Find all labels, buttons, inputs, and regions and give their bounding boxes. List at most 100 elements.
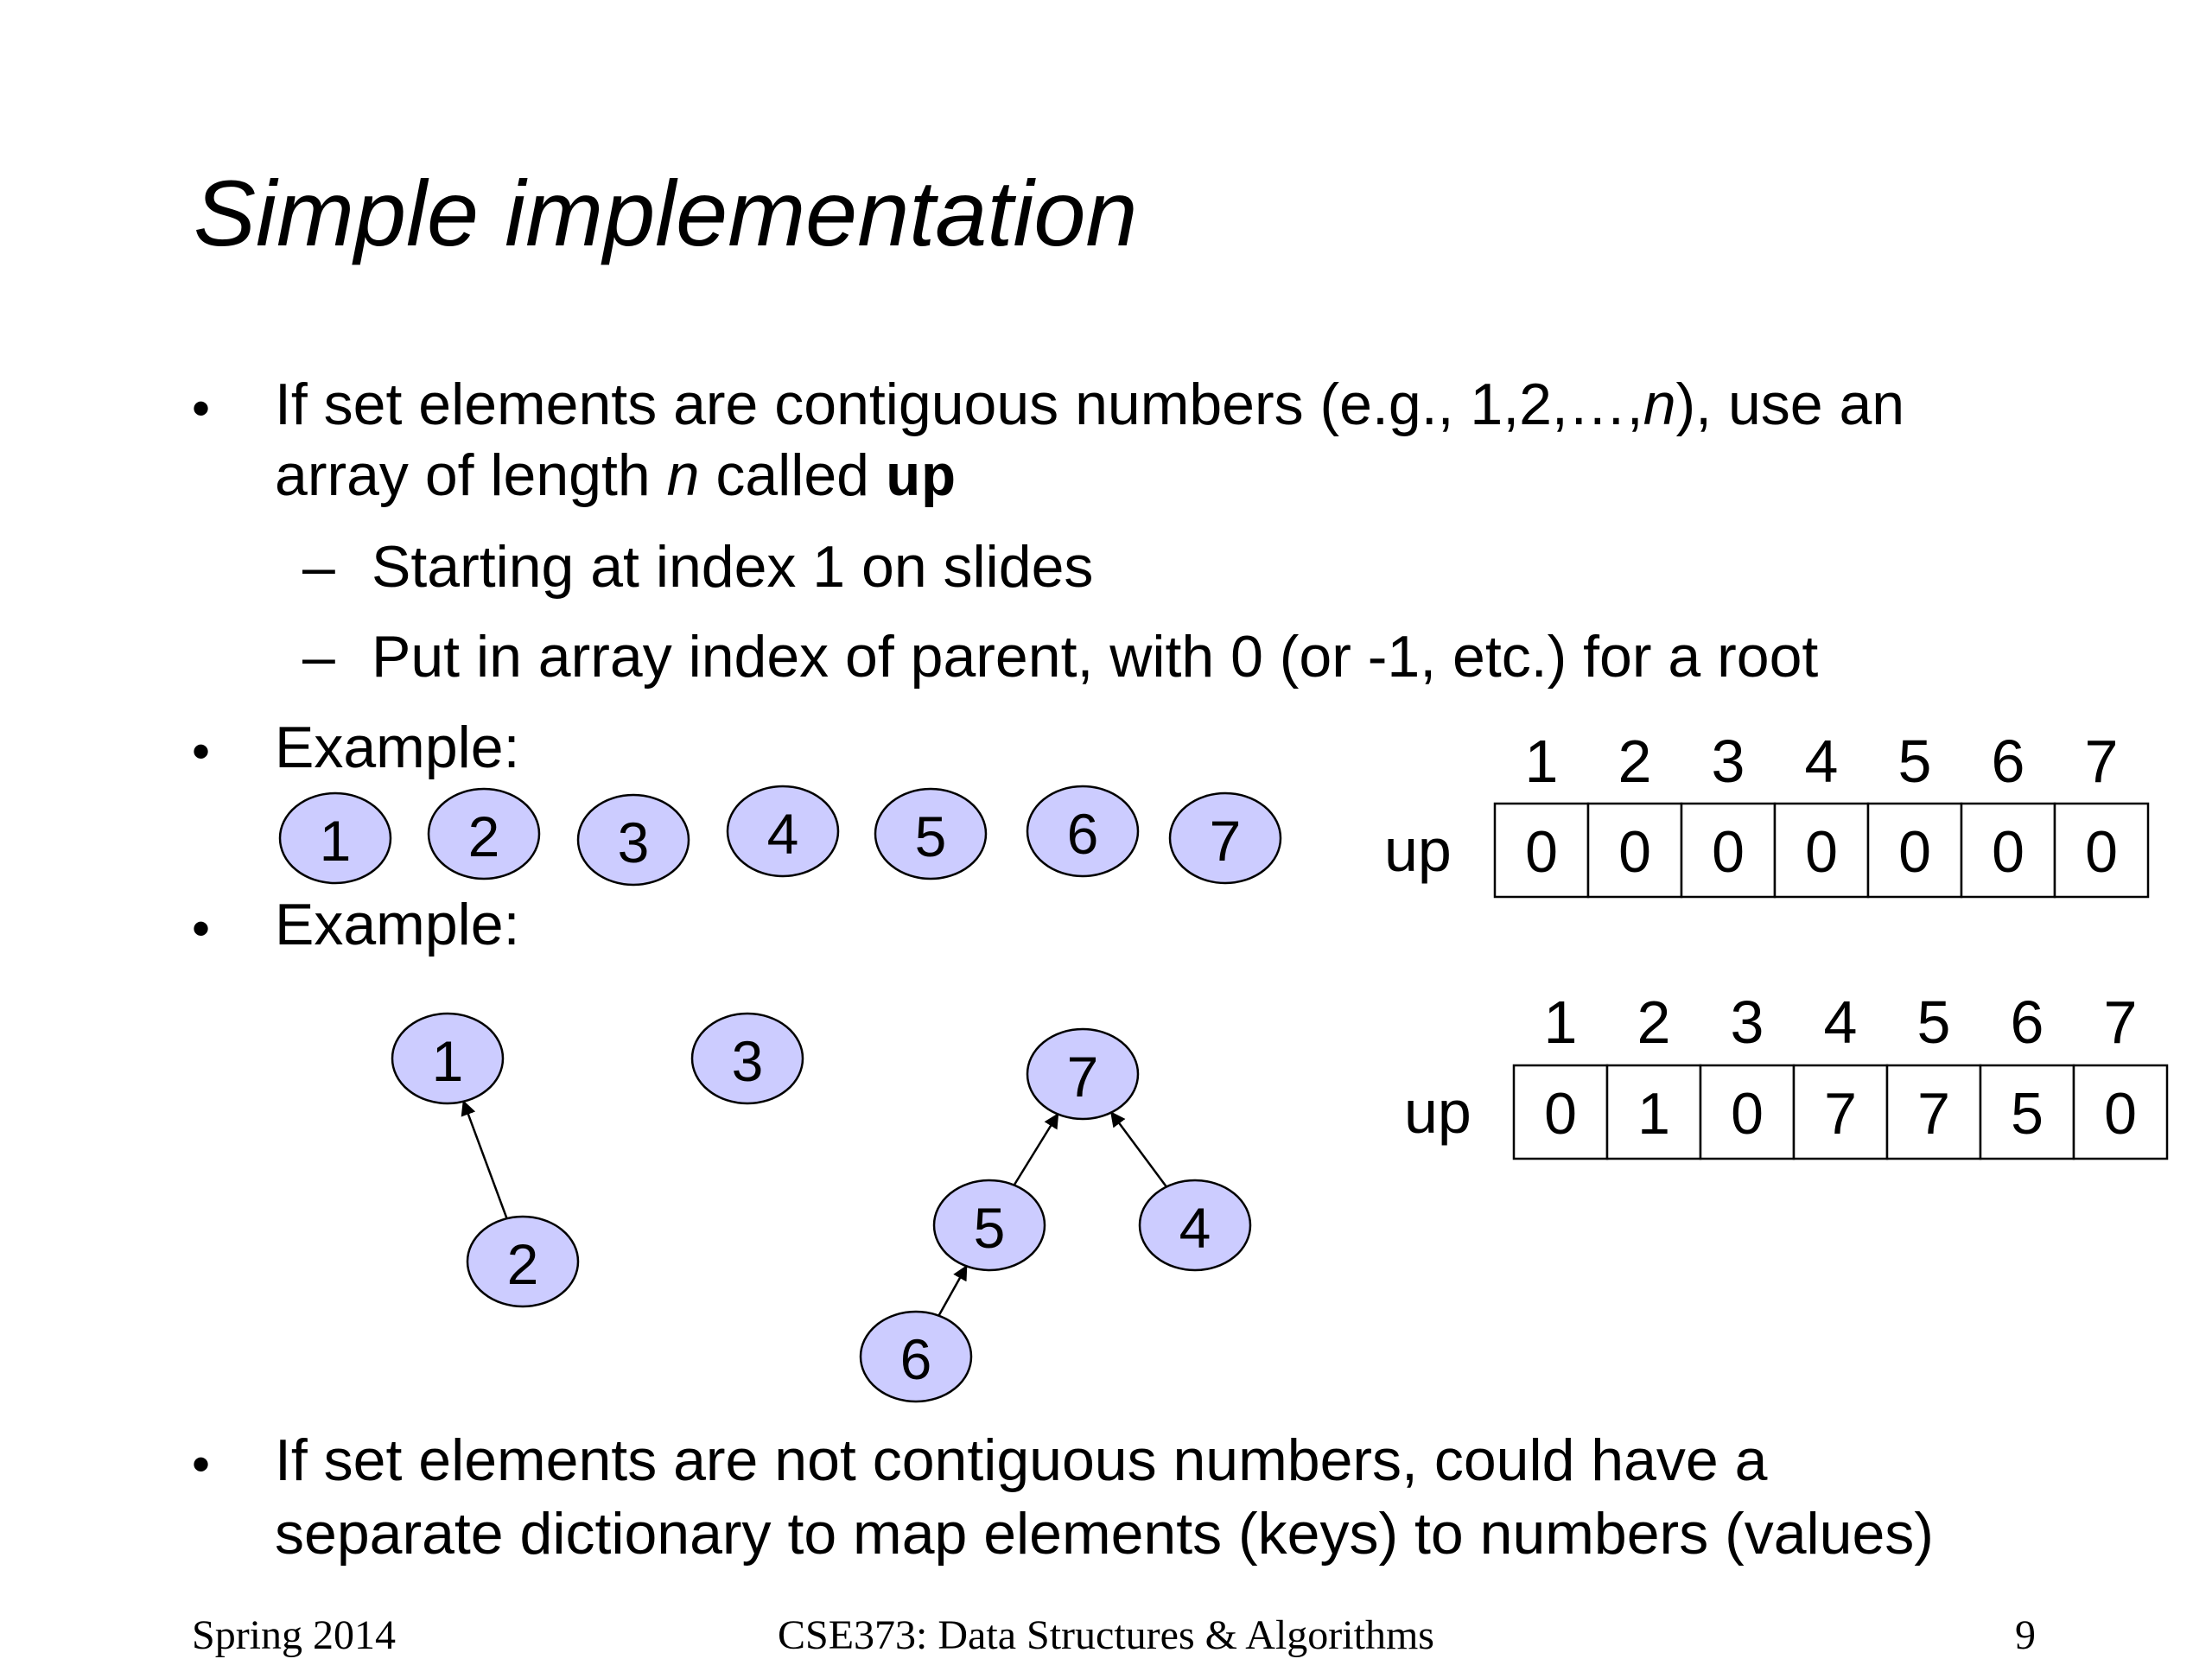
bullet-1-line-2: array of length n called up (275, 441, 957, 516)
parent-pointer-edge (1110, 1111, 1167, 1188)
array-cell (1512, 1064, 1609, 1160)
example-1-nodes: 1 2 3 4 5 6 7 (278, 785, 1282, 887)
slide-title: Simple implementation (194, 161, 1138, 265)
array-cell-value: 0 (2104, 1081, 2137, 1147)
bullet-marker: • (192, 722, 211, 780)
bullet-4-line-2: separate dictionary to map elements (key… (275, 1501, 1934, 1567)
array-index-label: 5 (1898, 728, 1932, 795)
node-5: 5 (932, 1179, 1046, 1272)
footer-course: CSE373: Data Structures & Algorithms (778, 1612, 1434, 1658)
node-label: 7 (1067, 1045, 1099, 1109)
node-1: 1 (278, 791, 392, 885)
array-cell-value: 7 (1824, 1081, 1857, 1147)
array-index-label: 6 (1992, 728, 2025, 795)
node-2: 2 (466, 1215, 580, 1308)
array-index-label: 1 (1525, 728, 1559, 795)
array-cell (1885, 1064, 1982, 1160)
node-circle (874, 787, 988, 880)
array-cell-value: 0 (1525, 819, 1558, 885)
node-label: 2 (468, 804, 500, 868)
node-circle (1026, 785, 1140, 878)
node-label: 3 (732, 1029, 764, 1093)
node-label: 1 (432, 1029, 464, 1093)
sub-bullet-1: Starting at index 1 on slides (372, 534, 1094, 600)
node-5: 5 (874, 787, 988, 880)
sub-bullet-2: Put in array index of parent, with 0 (or… (372, 624, 1819, 690)
node-4: 4 (726, 785, 840, 878)
array-index-label: 4 (1805, 728, 1839, 795)
dash-marker: – (302, 624, 335, 690)
array-index-label: 5 (1917, 988, 1951, 1056)
node-circle (576, 793, 690, 887)
bullet-marker: • (192, 899, 211, 957)
dash-marker: – (302, 534, 335, 600)
array-cell (1773, 802, 1870, 899)
array-cell (2072, 1064, 2169, 1160)
text-segment-italic: n (1643, 372, 1676, 437)
array-cell (1680, 802, 1777, 899)
node-circle (466, 1215, 580, 1308)
node-label: 4 (767, 802, 799, 866)
node-label: 2 (507, 1232, 539, 1296)
array-index-label: 3 (1712, 728, 1745, 795)
array-index-label: 7 (2104, 988, 2138, 1056)
node-7: 7 (1168, 791, 1282, 885)
example-2-edges (461, 1100, 1167, 1317)
node-circle (726, 785, 840, 878)
node-label: 5 (915, 804, 947, 868)
array-index-label: 6 (2011, 988, 2044, 1056)
node-2: 2 (427, 787, 541, 880)
array-cell (1605, 1064, 1702, 1160)
node-circle (391, 1012, 505, 1105)
array-cell-value: 0 (1805, 819, 1838, 885)
text-segment: ), use an (1675, 372, 1905, 437)
bullet-4-line-1: If set elements are not contiguous numbe… (275, 1427, 1768, 1493)
node-circle (278, 791, 392, 885)
array-cell-value: 0 (1618, 819, 1651, 885)
array-cell (1960, 802, 2056, 899)
node-circle (1168, 791, 1282, 885)
array-cell-value: 0 (1731, 1081, 1764, 1147)
array-cell (1792, 1064, 1889, 1160)
node-label: 1 (320, 809, 352, 873)
text-segment: If set elements are contiguous numbers (… (275, 372, 1643, 437)
text-segment: called (699, 442, 886, 508)
node-circle (932, 1179, 1046, 1272)
node-3: 3 (690, 1012, 804, 1105)
array-cell (1979, 1064, 2075, 1160)
array-cell (1699, 1064, 1796, 1160)
array-index-label: 2 (1618, 728, 1652, 795)
code-up: up (885, 447, 957, 513)
array-cell-value: 0 (1992, 819, 2024, 885)
node-7: 7 (1026, 1027, 1140, 1121)
node-circle (690, 1012, 804, 1105)
array-cell-value: 7 (1917, 1081, 1950, 1147)
node-label: 6 (1067, 802, 1099, 866)
array-cell-value: 0 (1544, 1081, 1577, 1147)
array-label: up (1384, 817, 1452, 884)
bullet-marker: • (192, 1435, 211, 1493)
array-cell-value: 1 (1637, 1081, 1670, 1147)
array-index-label: 3 (1731, 988, 1764, 1056)
parent-pointer-edge (1013, 1112, 1059, 1186)
bullet-1-line-1: If set elements are contiguous numbers (… (275, 370, 1904, 441)
array-index-label: 2 (1637, 988, 1671, 1056)
array-cell-value: 5 (2011, 1081, 2044, 1147)
node-circle (859, 1310, 973, 1403)
array-cell (2053, 802, 2150, 899)
array-index-label: 7 (2085, 728, 2119, 795)
array-index-label: 4 (1824, 988, 1858, 1056)
array-label: up (1404, 1078, 1471, 1146)
array-cell (1866, 802, 1963, 899)
node-6: 6 (859, 1310, 973, 1403)
node-4: 4 (1138, 1179, 1252, 1272)
parent-pointer-edge (938, 1264, 968, 1317)
node-1: 1 (391, 1012, 505, 1105)
example-1-label: Example: (275, 715, 520, 780)
node-label: 3 (618, 810, 650, 874)
node-label: 7 (1210, 809, 1242, 873)
array-cell-value: 0 (1712, 819, 1745, 885)
